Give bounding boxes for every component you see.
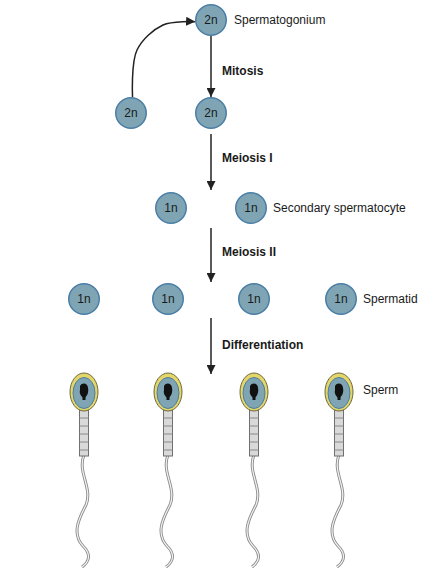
cell-body bbox=[156, 193, 187, 224]
cell-body bbox=[69, 284, 100, 315]
sperm-illustration bbox=[325, 373, 353, 567]
cell-circle: 1n bbox=[238, 283, 270, 315]
cell-body bbox=[326, 284, 357, 315]
cell-circle: 2n bbox=[195, 97, 227, 129]
ploidy-label: 1n bbox=[155, 192, 187, 224]
ploidy-label: 1n bbox=[325, 283, 357, 315]
ploidy-label: 2n bbox=[195, 97, 227, 129]
process-arrow bbox=[210, 134, 212, 190]
cell-body bbox=[239, 284, 270, 315]
cell-circle: 1n bbox=[68, 283, 100, 315]
cell-body bbox=[196, 5, 227, 36]
cell-circle: 1n bbox=[152, 283, 184, 315]
cell-circle: 2n bbox=[115, 97, 147, 129]
cell-circle: 1n bbox=[235, 192, 267, 224]
ploidy-label: 1n bbox=[238, 283, 270, 315]
cell-circle: 1n bbox=[155, 192, 187, 224]
ploidy-label: 1n bbox=[235, 192, 267, 224]
ploidy-label: 1n bbox=[152, 283, 184, 315]
process-arrow bbox=[210, 36, 212, 97]
cell-body bbox=[196, 98, 227, 129]
stage-label: Sperm bbox=[363, 383, 398, 397]
process-label: Meiosis I bbox=[222, 151, 273, 165]
process-arrow bbox=[132, 22, 195, 98]
process-label: Differentiation bbox=[222, 338, 303, 352]
ploidy-label: 2n bbox=[195, 4, 227, 36]
sperm-illustration bbox=[154, 373, 182, 567]
ploidy-label: 1n bbox=[68, 283, 100, 315]
stage-label: Spermatid bbox=[363, 292, 418, 306]
process-arrow bbox=[210, 318, 212, 374]
stage-label: Secondary spermatocyte bbox=[273, 201, 406, 215]
sperm-illustration bbox=[70, 373, 98, 567]
process-arrow bbox=[210, 228, 212, 282]
ploidy-label: 2n bbox=[115, 97, 147, 129]
sperm-illustration bbox=[240, 373, 268, 567]
cell-circle: 1n bbox=[325, 283, 357, 315]
cell-body bbox=[236, 193, 267, 224]
process-label: Mitosis bbox=[222, 64, 263, 78]
process-label: Meiosis II bbox=[222, 245, 276, 259]
cell-body bbox=[116, 98, 147, 129]
stage-label: Spermatogonium bbox=[234, 13, 325, 27]
cell-body bbox=[153, 284, 184, 315]
cell-circle: 2n bbox=[195, 4, 227, 36]
